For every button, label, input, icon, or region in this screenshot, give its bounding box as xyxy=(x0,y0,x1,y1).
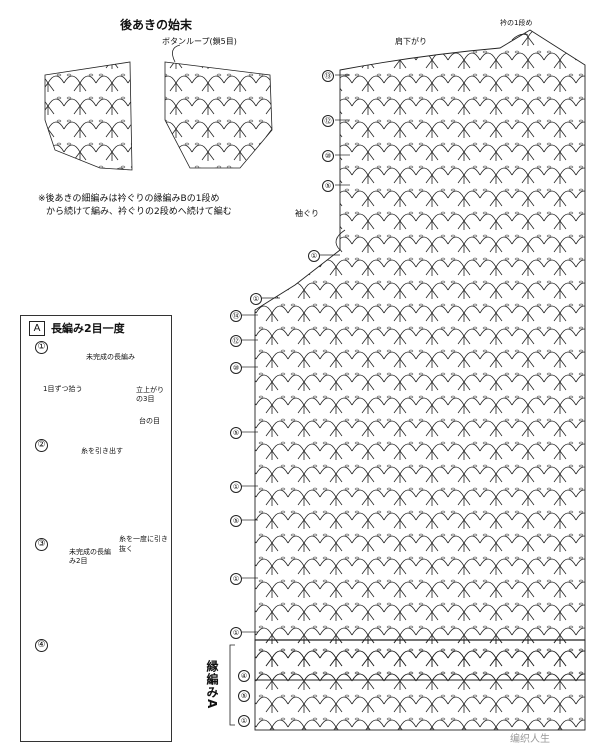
row-number: ① xyxy=(230,573,242,585)
edging-bracket xyxy=(229,644,235,726)
step2-label: 糸を引き出す xyxy=(81,447,123,455)
back-opening-right-panel xyxy=(164,61,273,169)
row-number: ⑫ xyxy=(322,115,334,127)
row-number: ① xyxy=(250,293,262,305)
note-line-2: から続けて編み、衿ぐりの2段めへ続けて編む xyxy=(46,207,232,217)
button-loop-label: ボタンループ(鎖5目) xyxy=(162,37,237,46)
edging-band xyxy=(254,639,586,731)
edging-a-label: 縁編みA xyxy=(205,660,219,710)
stitch-explanation-box: A 長編み2目一度 ① ② ③ ④ 未完成の長編み 1目ずつ拾う 立上がりの3目… xyxy=(20,315,172,742)
step1-label: 1目ずつ拾う xyxy=(43,385,83,393)
collar-row-label: 衿の1段め xyxy=(500,19,533,27)
edge-row-number: ④ xyxy=(238,670,250,682)
row-number: ① xyxy=(230,627,242,639)
watermark-text: 编织人生 xyxy=(510,734,550,745)
note-line-1: ※後あきの細編みは衿ぐりの縁編みBの1段め xyxy=(38,194,220,204)
row-number: ① xyxy=(230,481,242,493)
edge-row-number: ① xyxy=(238,715,250,727)
armhole-label: 袖ぐり xyxy=(295,209,319,218)
step-number: ① xyxy=(35,341,48,354)
row-number: ⑩ xyxy=(230,362,242,374)
step-number: ④ xyxy=(35,639,48,652)
back-opening-left-panel xyxy=(44,61,133,171)
step1-label: 未完成の長編み xyxy=(86,353,135,361)
stitch-title: 長編み2目一度 xyxy=(51,322,125,335)
row-number: ⑤ xyxy=(230,427,242,439)
back-opening-title: 後あきの始末 xyxy=(120,18,193,32)
shoulder-slope-label: 肩下がり xyxy=(395,37,427,46)
collar-arrow xyxy=(511,33,529,41)
step-number: ② xyxy=(35,439,48,452)
step-number: ③ xyxy=(35,538,48,551)
row-number: ⑤ xyxy=(230,515,242,527)
stitch-symbol: A xyxy=(29,321,45,336)
row-number: ① xyxy=(308,250,320,262)
row-number: ⑩ xyxy=(322,150,334,162)
body-chart xyxy=(254,29,586,681)
row-number: ⑤ xyxy=(322,180,334,192)
row-number: ⑭ xyxy=(230,310,242,322)
button-loop-shape xyxy=(172,44,181,63)
row-number: ⑫ xyxy=(230,335,242,347)
step3-label: 糸を一度に引き抜く xyxy=(119,535,168,553)
row-number: ⑬ xyxy=(322,70,334,82)
edge-row-number: ⑤ xyxy=(238,690,250,702)
step1-label: 台の目 xyxy=(139,417,160,425)
step1-label: 立上がりの3目 xyxy=(136,386,164,403)
step3-label: 未完成の長編み2目 xyxy=(69,548,111,565)
row-arrows xyxy=(242,74,350,633)
